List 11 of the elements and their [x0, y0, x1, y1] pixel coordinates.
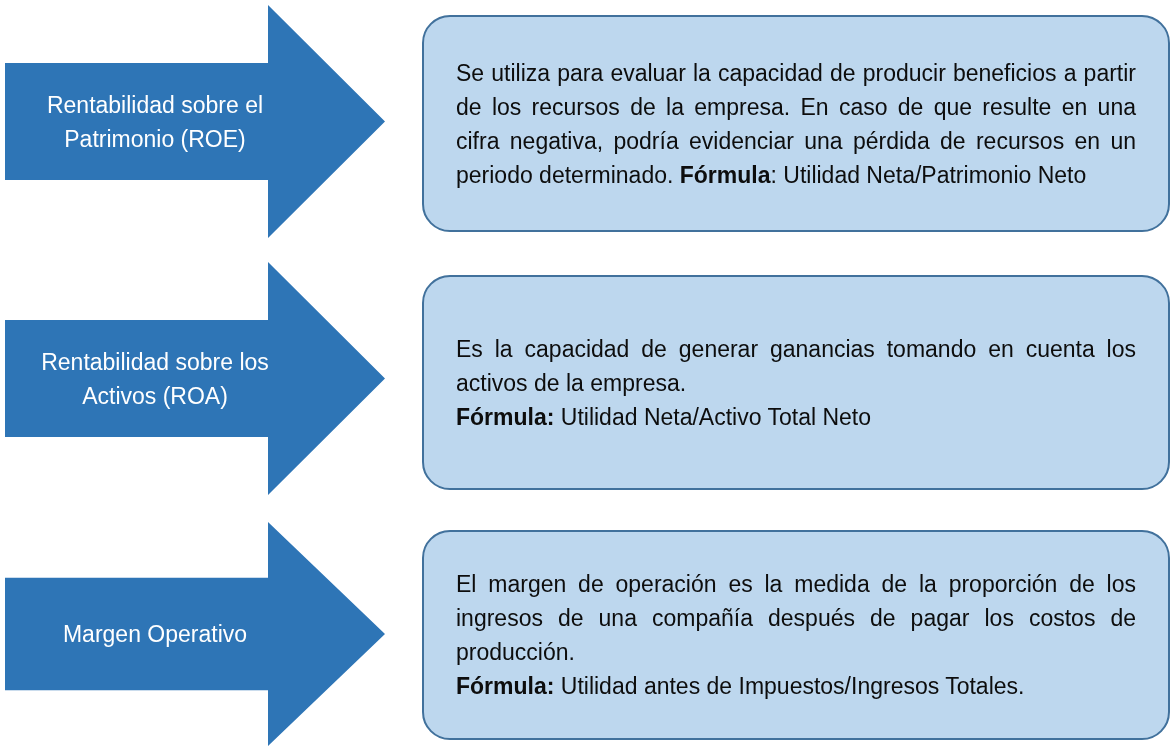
arrow-label: Rentabilidad sobre el Patrimonio (ROE) [45, 90, 265, 154]
description-text: Fórmula: Utilidad Neta/Activo Total Neto [456, 402, 872, 432]
description-text: Se utiliza para evaluar la capacidad de producir beneficios a partir de los recursos de la empresa. En caso de que resulte en una cifra negativa, podría evidenciar una pérdida de recursos en un periodo determinado. Fórmula: Utilidad Neta/Patrimonio Neto [456, 58, 1136, 190]
description-text: Fórmula: Utilidad antes de Impuestos/Ingresos Totales. [456, 672, 1026, 701]
description-text: El margen de operación es la medida de la proporción de los ingresos de una compañía después de pagar los costos de producción. [456, 570, 1136, 667]
arrow-label: Margen Operativo [62, 620, 248, 649]
description-box [422, 275, 1170, 490]
description-box [422, 530, 1170, 740]
description-text: Es la capacidad de generar ganancias tomando en cuenta los activos de la empresa. [456, 334, 1136, 398]
arrow-label: Rentabilidad sobre los Activos (ROA) [40, 347, 270, 411]
description-box [422, 15, 1170, 232]
